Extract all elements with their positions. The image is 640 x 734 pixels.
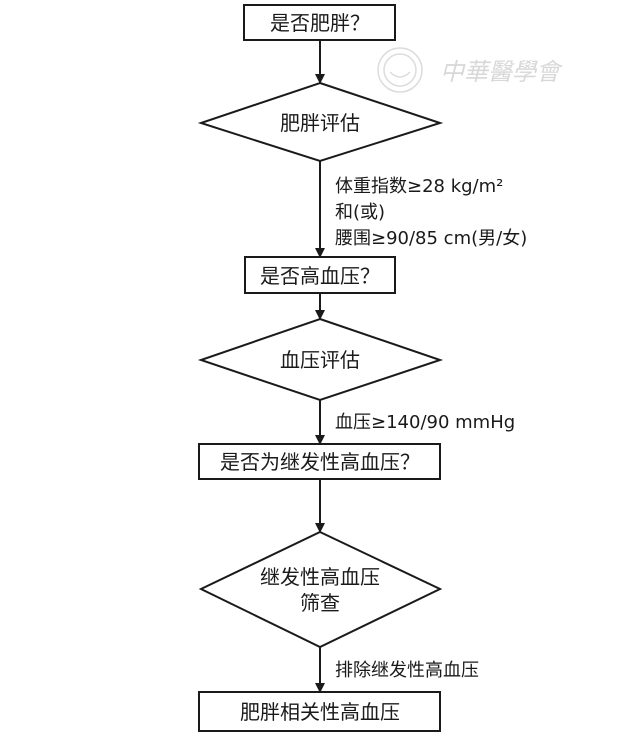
- node-is-secondary-label: 是否为继发性高血压？: [220, 450, 420, 474]
- node-is-obese-label: 是否肥胖？: [270, 11, 370, 35]
- node-result-label: 肥胖相关性高血压: [240, 700, 400, 724]
- edge-label-bmi: 体重指数≥28 kg/m²: [335, 176, 503, 197]
- node-is-hypertension-label: 是否高血压？: [260, 264, 380, 288]
- node-bp-assessment-label: 血压评估: [280, 348, 360, 372]
- node-secondary-screening: [198, 530, 443, 649]
- edge-label-bp: 血压≥140/90 mmHg: [335, 412, 515, 433]
- node-secondary-screening-label-2: 筛查: [300, 591, 340, 615]
- edge-label-waist: 腰围≥90/85 cm(男/女): [335, 228, 527, 249]
- node-result: [198, 691, 441, 732]
- edge-label-and-or: 和(或): [335, 202, 385, 223]
- watermark-text: 中華醫學會: [440, 58, 563, 86]
- node-secondary-screening-label-1: 继发性高血压: [260, 565, 380, 589]
- watermark-logo-icon: [377, 47, 423, 93]
- node-obesity-assessment-label: 肥胖评估: [280, 111, 360, 135]
- edge-label-exclude-secondary: 排除继发性高血压: [335, 660, 479, 681]
